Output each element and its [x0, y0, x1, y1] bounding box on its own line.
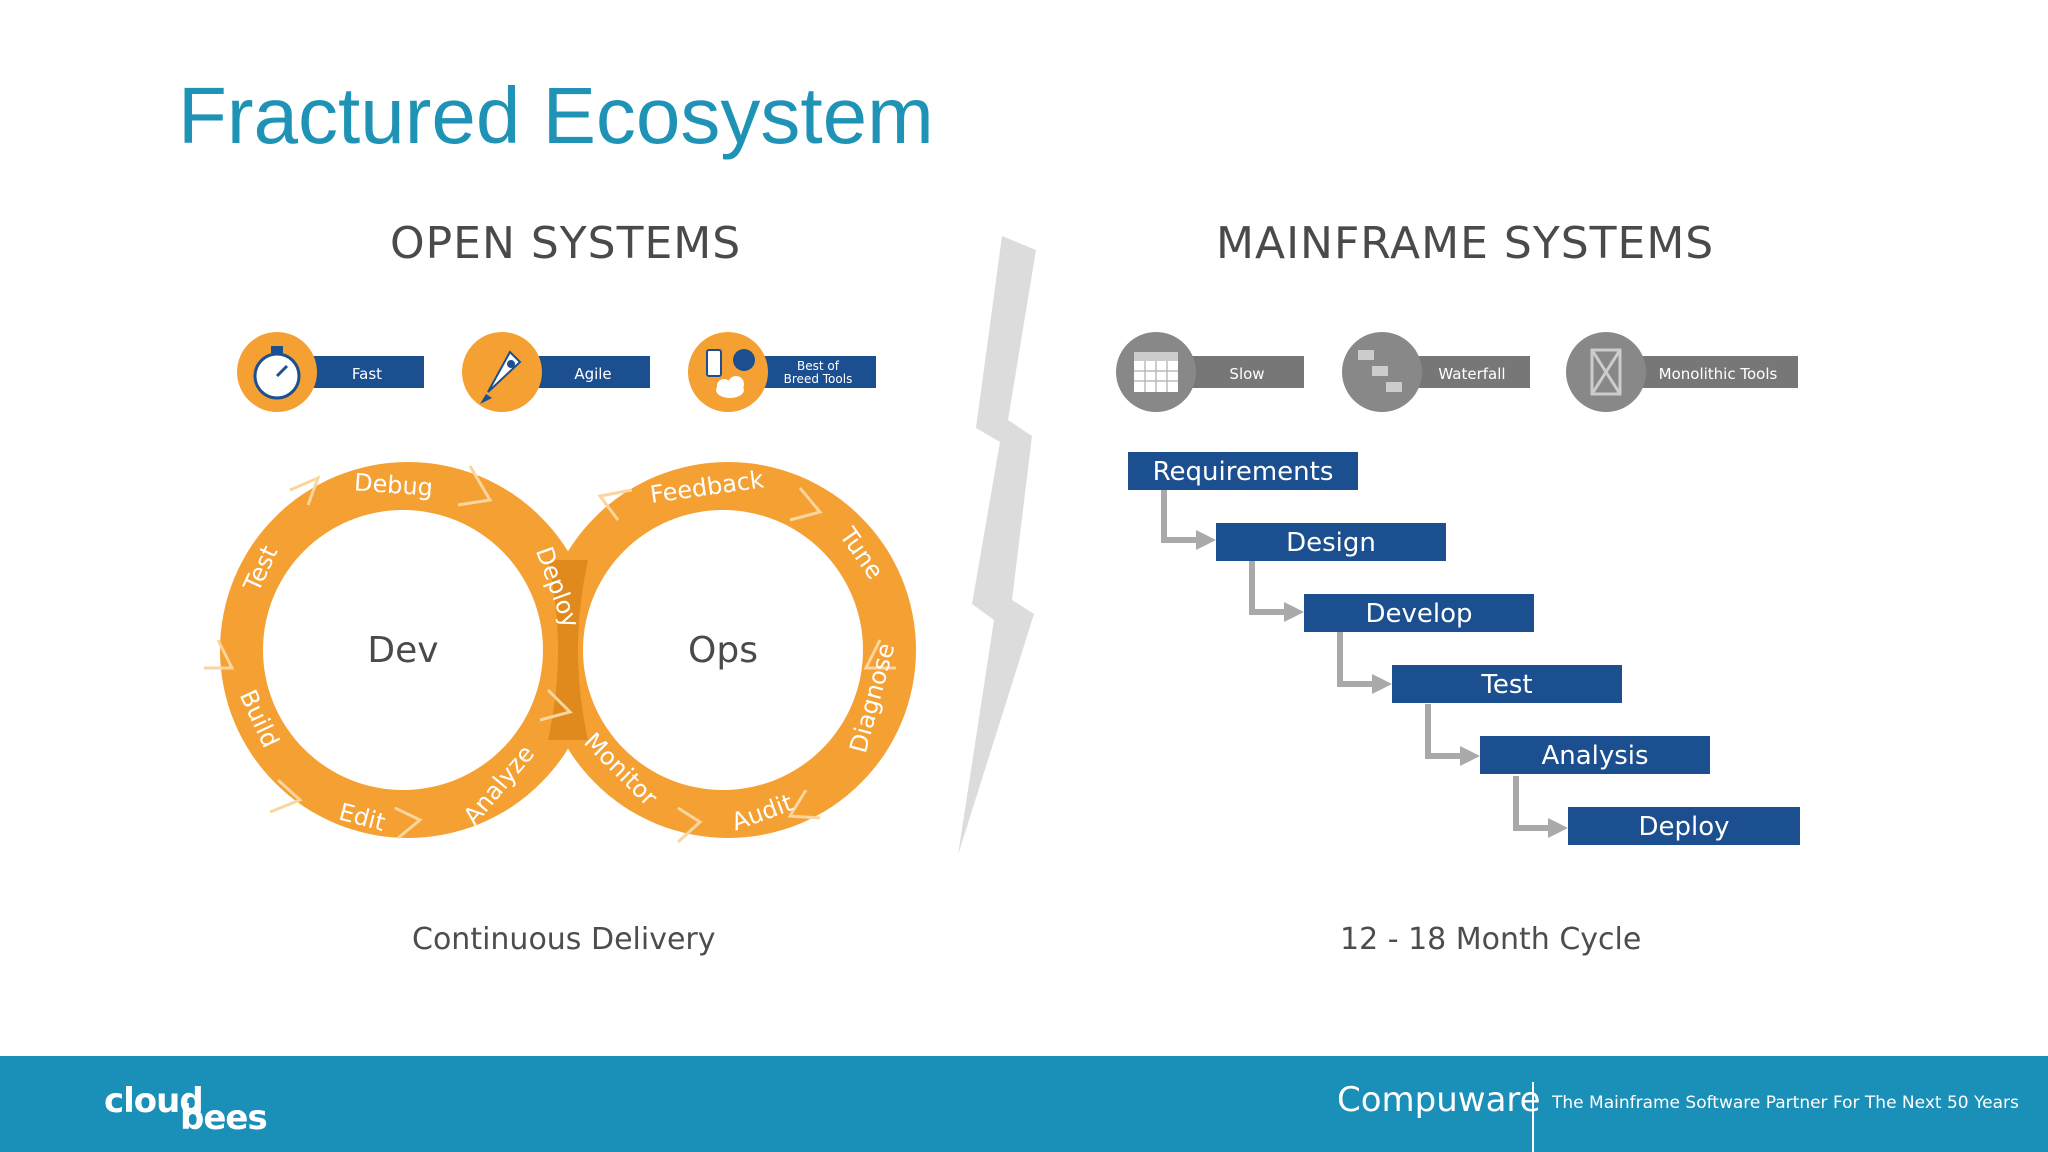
badge-agile: Agile — [462, 332, 650, 412]
stopwatch-icon — [253, 346, 301, 400]
badge-slow: Slow — [1116, 332, 1304, 412]
rocket-icon — [480, 350, 522, 404]
footer-tagline: The Mainframe Software Partner For The N… — [1552, 1093, 2019, 1113]
slide-title: Fractured Ecosystem — [178, 71, 934, 160]
open-systems-caption: Continuous Delivery — [412, 922, 716, 957]
badge-best-of-breed: Best of Breed Tools — [688, 332, 876, 412]
badge-best-of-breed-label-line1: Best of — [797, 359, 840, 373]
waterfall-chart: Requirements Design Develop Test Analysi… — [1128, 452, 1800, 845]
badge-fast-label: Fast — [352, 365, 382, 383]
step-develop-label: Develop — [1365, 599, 1472, 629]
step-analysis — [1480, 736, 1710, 774]
badge-waterfall-label: Waterfall — [1438, 365, 1505, 383]
badge-agile-label: Agile — [574, 365, 611, 383]
mainframe-systems-caption: 12 - 18 Month Cycle — [1340, 922, 1642, 957]
badge-slow-label: Slow — [1229, 365, 1264, 383]
cloudbees-logo-cloud: cloud — [104, 1081, 204, 1121]
stage-debug: Debug — [353, 468, 434, 501]
step-design — [1216, 523, 1446, 561]
badge-monolithic-tools-label: Monolithic Tools — [1659, 365, 1778, 383]
badge-fast: Fast — [237, 332, 424, 412]
step-deploy — [1568, 807, 1800, 845]
step-deploy-label: Deploy — [1638, 812, 1729, 842]
lightning-bolt-divider — [958, 236, 1036, 855]
step-analysis-label: Analysis — [1541, 741, 1648, 771]
step-develop — [1304, 594, 1534, 632]
footer-divider — [1532, 1082, 1534, 1152]
calendar-icon — [1134, 352, 1178, 392]
step-test — [1392, 665, 1622, 703]
open-systems-heading: OPEN SYSTEMS — [390, 218, 742, 269]
monolith-icon — [1590, 348, 1622, 396]
devices-icon — [706, 349, 755, 398]
devops-loop: Dev Ops Debug Deploy Analyze Edit Build … — [204, 462, 916, 844]
step-design-label: Design — [1286, 528, 1376, 558]
step-requirements — [1128, 452, 1358, 490]
footer-bar — [0, 1056, 2048, 1152]
badge-best-of-breed-label-line2: Breed Tools — [784, 372, 853, 386]
dev-label: Dev — [367, 630, 438, 671]
step-requirements-label: Requirements — [1153, 457, 1334, 487]
step-test-label: Test — [1480, 670, 1532, 700]
mainframe-systems-heading: MAINFRAME SYSTEMS — [1216, 218, 1715, 269]
waterfall-icon — [1358, 350, 1402, 392]
badge-waterfall: Waterfall — [1342, 332, 1530, 412]
compuware-logo: Compuware — [1337, 1080, 1541, 1120]
badge-monolithic-tools: Monolithic Tools — [1566, 332, 1798, 412]
ops-label: Ops — [688, 630, 758, 671]
cloudbees-logo-bees: bees — [180, 1098, 268, 1138]
